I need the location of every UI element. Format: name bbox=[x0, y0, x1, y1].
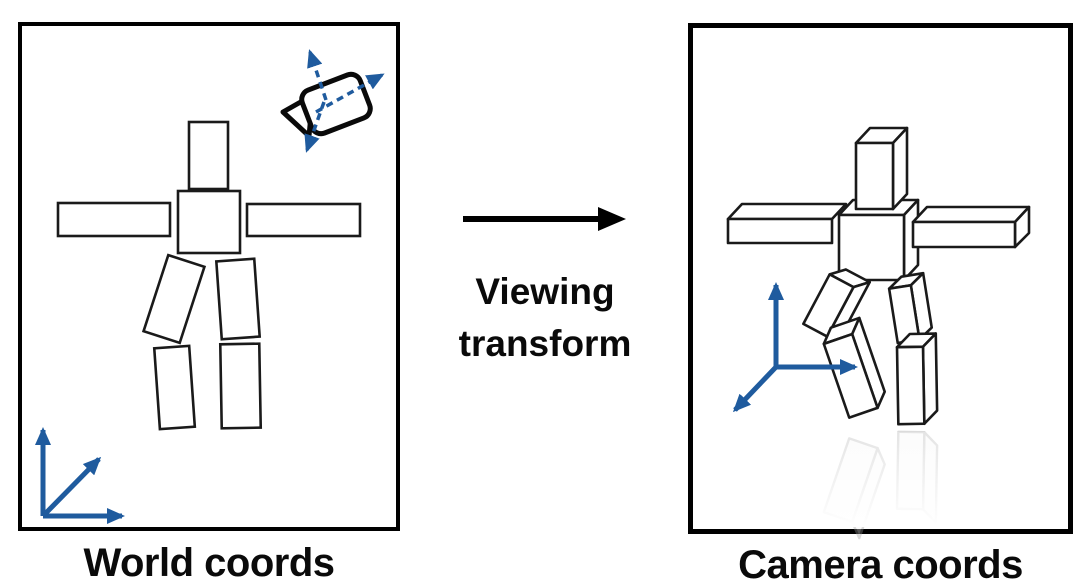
camera-axes-icon bbox=[732, 282, 858, 413]
camera-axis-down bbox=[304, 101, 326, 153]
world-axes-icon bbox=[35, 427, 125, 524]
figure3d-left-calf bbox=[822, 316, 886, 419]
camera-coord-axis-z bbox=[732, 365, 778, 413]
figure2d-left-calf bbox=[152, 344, 197, 431]
figure3d-right-arm bbox=[911, 205, 1031, 249]
figure2d-right-calf bbox=[218, 342, 263, 430]
camera-axis-right bbox=[315, 73, 385, 114]
camera-axes-dashed-icon bbox=[304, 49, 385, 153]
transform-label-line1: Viewing bbox=[475, 271, 615, 312]
transform-arrow-label: Viewing transform bbox=[395, 266, 695, 370]
figure2d-left-arm bbox=[56, 201, 172, 238]
transform-label-line2: transform bbox=[458, 323, 632, 364]
figure2d-head bbox=[187, 120, 230, 191]
camera-coords-caption: Camera coords bbox=[738, 543, 1023, 587]
humanoid-2d-figure bbox=[56, 120, 362, 431]
camera-axis-up bbox=[307, 49, 328, 101]
reflection-fade bbox=[694, 432, 1067, 527]
transform-arrow bbox=[463, 207, 626, 231]
figure2d-torso bbox=[176, 189, 242, 255]
figure2d-left-thigh bbox=[141, 253, 207, 345]
figure3d-head bbox=[854, 126, 909, 211]
figure3d-left-arm bbox=[726, 202, 848, 245]
world-axis-z bbox=[41, 456, 102, 518]
figure2d-right-arm bbox=[245, 202, 362, 238]
transform-arrow-head bbox=[598, 207, 626, 231]
humanoid-3d-figure bbox=[726, 126, 1031, 426]
figure3d-right-calf bbox=[895, 332, 939, 426]
figure3d-torso bbox=[837, 198, 920, 282]
figure2d-right-thigh bbox=[214, 257, 262, 341]
figure3d-left-thigh bbox=[802, 268, 872, 338]
world-coords-caption: World coords bbox=[83, 541, 335, 585]
